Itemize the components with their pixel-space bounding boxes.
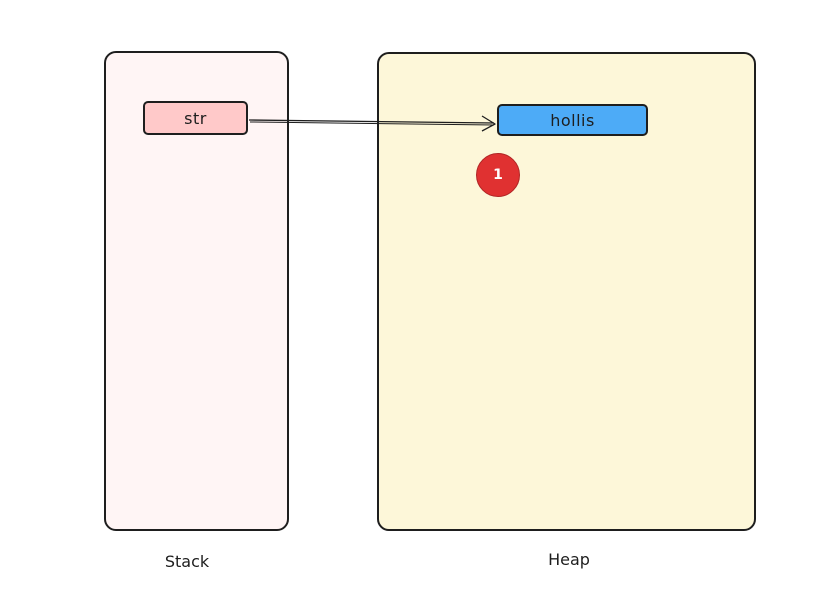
stack-caption: Stack: [164, 552, 210, 571]
heap-object-label: hollis: [550, 110, 595, 130]
stack-variable-str: str: [143, 101, 248, 135]
heap-object-hollis: hollis: [497, 104, 648, 136]
step-marker-number: 1: [493, 167, 503, 183]
step-marker-badge: 1: [476, 153, 520, 197]
heap-caption: Heap: [548, 550, 590, 569]
stack-variable-label: str: [184, 108, 207, 128]
